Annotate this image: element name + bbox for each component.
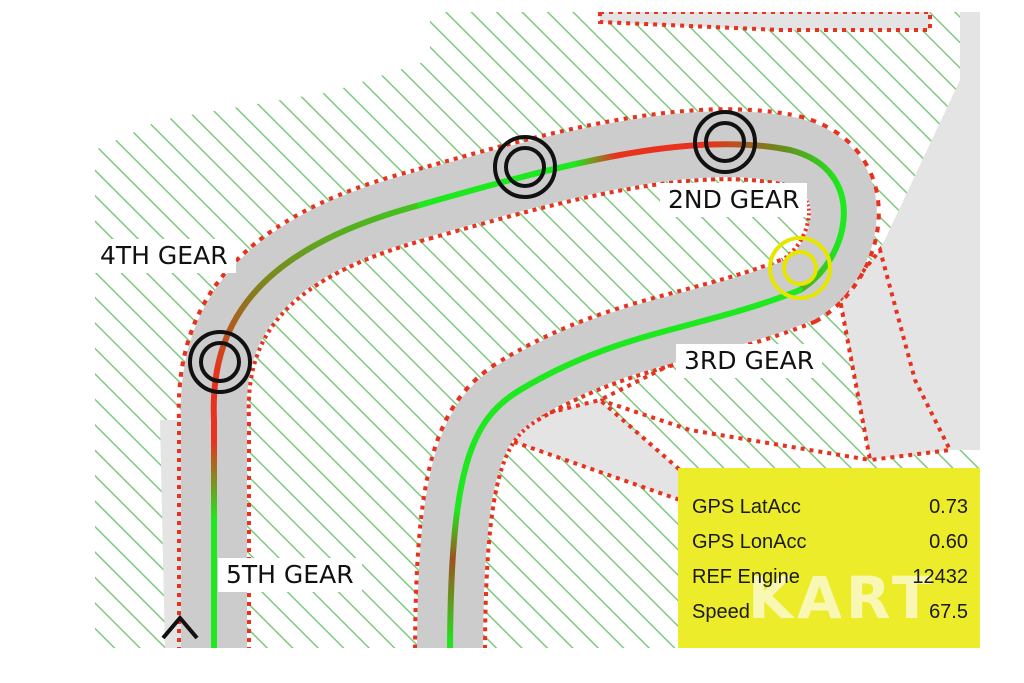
racing-line (417, 141, 847, 293)
watermark: KART (748, 564, 936, 632)
telemetry-value: 12432 (912, 566, 968, 588)
grass-area (95, 12, 430, 150)
racing-line (447, 287, 803, 648)
current-position-marker[interactable] (768, 236, 832, 300)
telemetry-row-latacc: GPS LatAcc 0.73 (692, 490, 968, 525)
gear-label-second: 2ND GEAR (660, 183, 808, 217)
telemetry-label: REF Engine (692, 566, 800, 588)
telemetry-value: 0.60 (929, 531, 968, 553)
telemetry-row-engine: REF Engine 12432 (692, 560, 968, 595)
telemetry-label: GPS LatAcc (692, 496, 801, 518)
telemetry-row-speed: Speed 67.5 (692, 595, 968, 630)
runoff-area (598, 12, 932, 32)
target-marker[interactable] (693, 110, 757, 174)
runoff-area (837, 245, 954, 463)
telemetry-value: 0.73 (929, 496, 968, 518)
racing-line (210, 202, 423, 648)
telemetry-value: 67.5 (929, 601, 968, 623)
telemetry-rows: GPS LatAcc 0.73 GPS LonAcc 0.60 REF Engi… (692, 490, 968, 630)
gear-label-fourth: 4TH GEAR (92, 239, 236, 273)
target-marker[interactable] (188, 330, 252, 394)
runoff-area (594, 297, 873, 463)
chevron-up-icon (161, 614, 199, 640)
telemetry-row-lonacc: GPS LonAcc 0.60 (692, 525, 968, 560)
gear-label-third: 3RD GEAR (676, 344, 823, 378)
telemetry-label: GPS LonAcc (692, 531, 807, 553)
gear-label-fifth: 5TH GEAR (218, 558, 362, 592)
runoff-area (880, 12, 980, 450)
telemetry-panel: KART GPS LatAcc 0.73 GPS LonAcc 0.60 REF… (678, 468, 980, 648)
telemetry-label: Speed (692, 601, 750, 623)
target-marker[interactable] (493, 135, 557, 199)
runoff-area (473, 397, 682, 503)
